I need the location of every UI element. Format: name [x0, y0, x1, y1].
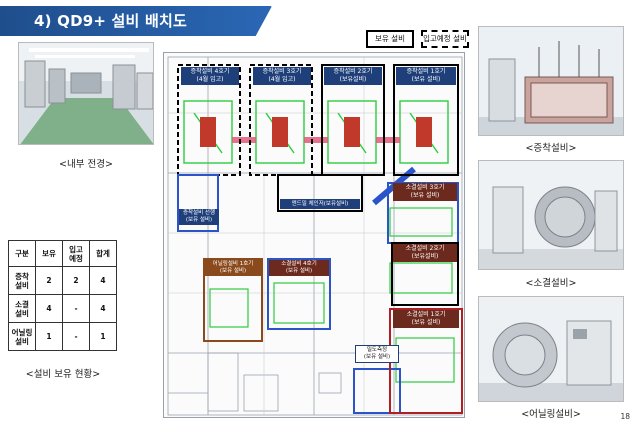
label-deposition-3: 증착설비 3호기 (4월 입고)	[253, 67, 311, 85]
label-density-measurement: 밀도측정 (보유 설비)	[355, 345, 399, 363]
table-header-cell: 구분	[8, 240, 36, 267]
table-cell: 1	[35, 322, 63, 351]
table-header-cell: 보유	[35, 240, 63, 267]
table-cell: -	[62, 322, 90, 351]
legend-owned: 보유 설비	[366, 30, 414, 48]
deposition-photo	[478, 26, 624, 136]
annealing-photo	[478, 296, 624, 402]
table-caption: <설비 보유 현황>	[25, 369, 101, 380]
sintering-caption: <소결설비>	[525, 278, 577, 289]
legend-planned: 입고예정 설비	[421, 30, 469, 48]
table-header-cell: 합계	[89, 240, 117, 267]
table-cell: 2	[35, 266, 63, 295]
floor-plan: 증착설비 4호기 (4월 입고) 증착설비 3호기 (4월 입고) 증착설비 2…	[163, 52, 465, 418]
deposition-photo-image	[479, 27, 623, 135]
sintering-photo-image	[479, 161, 623, 269]
page-number: 18	[620, 412, 630, 421]
label-deposition-2: 증착설비 2호기 (보유설비)	[324, 67, 382, 85]
table-cell: 증착 설비	[8, 266, 36, 295]
label-sintering-3: 소결설비 3호기 (보유 설비)	[393, 183, 457, 201]
page-title: 4) QD9+ 설비 배치도	[34, 12, 187, 30]
floor-plan-drawing	[167, 56, 463, 416]
table-cell: 4	[89, 266, 117, 295]
table-row: 소결 설비 4 - 4	[8, 294, 117, 323]
interior-photo-caption: <내부 전경>	[59, 159, 113, 170]
table-cell: 1	[89, 322, 117, 351]
interior-photo-image	[19, 43, 153, 144]
table-cell: -	[62, 294, 90, 323]
label-deposition-4: 증착설비 4호기 (4월 입고)	[181, 67, 239, 85]
table-cell: 어닐링 설비	[8, 322, 36, 351]
label-deposition-1: 증착설비 1호기 (보유 설비)	[396, 67, 456, 85]
label-deposition-line: 증착설비 선행 (보유 설비)	[179, 209, 219, 225]
table-header-row: 구분 보유 입고 예정 합계	[8, 240, 117, 267]
header-planned-label: 입고 예정	[69, 244, 83, 263]
label-endmill-changer: 엔드밀 체인저(보유설비)	[280, 199, 360, 209]
label-annealing-1: 어닐링설비 1호기 (보유 설비)	[205, 260, 261, 276]
sintering-photo	[478, 160, 624, 270]
label-sintering-2: 소결설비 2호기 (보유설비)	[393, 244, 457, 262]
table-header-cell: 입고 예정	[62, 240, 90, 267]
equipment-status-table: 구분 보유 입고 예정 합계 증착 설비 2 2 4 소결 설비 4 - 4 어…	[8, 240, 117, 351]
table-row: 증착 설비 2 2 4	[8, 266, 117, 295]
table-cell: 4	[35, 294, 63, 323]
annealing-caption: <어닐링설비>	[521, 409, 581, 420]
annealing-photo-image	[479, 297, 623, 401]
table-cell: 소결 설비	[8, 294, 36, 323]
table-row: 어닐링 설비 1 - 1	[8, 322, 117, 351]
label-sintering-4: 소결설비 4호기 (보유 설비)	[269, 260, 329, 276]
deposition-caption: <증착설비>	[525, 143, 577, 154]
table-cell: 2	[62, 266, 90, 295]
interior-photo	[18, 42, 154, 145]
label-sintering-1: 소결설비 1호기 (보유 설비)	[393, 310, 459, 328]
title-banner	[0, 6, 272, 36]
table-cell: 4	[89, 294, 117, 323]
